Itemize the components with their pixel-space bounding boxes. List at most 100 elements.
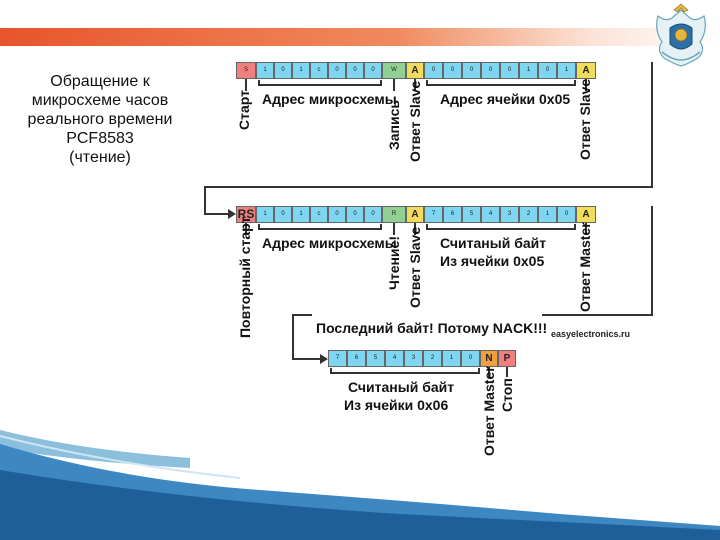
row1-cell-start: S bbox=[236, 62, 256, 79]
row2-read-byte-label-1: Считаный байт bbox=[440, 235, 547, 251]
row2-cell-addr: 0 bbox=[364, 206, 382, 223]
row1-cell-ack: A bbox=[406, 62, 424, 79]
row2-master-ack-label: Ответ Master bbox=[577, 222, 593, 312]
row1-slave-ack-label-2: Ответ Slave bbox=[577, 78, 593, 160]
connector-2-left bbox=[292, 314, 294, 360]
row1-cell-addr: 0 bbox=[346, 62, 364, 79]
title-line-1: Обращение к bbox=[50, 73, 150, 90]
row2-cell-data: 7 bbox=[424, 206, 443, 223]
row2-cell-addr: c bbox=[310, 206, 328, 223]
row3-cell-data: 6 bbox=[347, 350, 366, 367]
row3-cell-data: 3 bbox=[404, 350, 423, 367]
row3-cell-stop: P bbox=[498, 350, 516, 367]
row1-cell-addr: 0 bbox=[274, 62, 292, 79]
connector-1-down bbox=[651, 62, 653, 188]
row1-write-label: Запись bbox=[386, 99, 402, 150]
row3-nack-tick bbox=[488, 367, 490, 377]
row2-cell-addr: 0 bbox=[346, 206, 364, 223]
row2-start-tick bbox=[245, 223, 247, 235]
row3-read-byte-label-2: Из ячейки 0x06 bbox=[344, 397, 449, 413]
row1-start-label: Старт bbox=[236, 90, 252, 130]
title-line-4: PCF8583 bbox=[66, 130, 134, 147]
row2-data-brace bbox=[426, 224, 576, 230]
row1-cell-data: 0 bbox=[481, 62, 500, 79]
row1-cell-addr: 1 bbox=[256, 62, 274, 79]
row3-data-brace bbox=[330, 368, 480, 374]
row2-read-tick bbox=[393, 223, 395, 235]
row1-cell-ack-2: A bbox=[576, 62, 596, 79]
decorative-wave bbox=[0, 430, 720, 540]
last-byte-note: Последний байт! Потому NACK!!! bbox=[316, 320, 548, 336]
row2-cell-master-ack: A bbox=[576, 206, 596, 223]
row2-cell-data: 6 bbox=[443, 206, 462, 223]
row2-cell-addr: 0 bbox=[274, 206, 292, 223]
row2-cell-addr: 0 bbox=[328, 206, 346, 223]
header-bar bbox=[0, 28, 720, 46]
title-line-3: реального времени bbox=[27, 111, 173, 128]
row1-ack2-tick bbox=[585, 79, 587, 91]
row1-cell-addr: c bbox=[310, 62, 328, 79]
connector-1-arrow-icon bbox=[228, 209, 236, 219]
row2-cell-data: 1 bbox=[538, 206, 557, 223]
row3-read-byte-label-1: Считаный байт bbox=[348, 379, 455, 395]
row1-cell-address-label: Адрес ячейки 0x05 bbox=[440, 91, 571, 107]
row2-cell-data: 5 bbox=[462, 206, 481, 223]
row2-cell-data: 2 bbox=[519, 206, 538, 223]
row1-cell-write: W bbox=[382, 62, 406, 79]
connector-1-across bbox=[204, 186, 653, 188]
row2-master-ack-tick bbox=[585, 223, 587, 235]
row2-cell-ack: A bbox=[406, 206, 424, 223]
row2-cell-addr: 1 bbox=[256, 206, 274, 223]
website-label: easyelectronics.ru bbox=[551, 329, 631, 339]
row3-stop-label: Стоп bbox=[499, 378, 515, 412]
row2-ack-tick bbox=[414, 223, 416, 235]
row2-cell-read: R bbox=[382, 206, 406, 223]
row1-cell-addr: 0 bbox=[364, 62, 382, 79]
row1-cell-data: 1 bbox=[519, 62, 538, 79]
row1-device-address-label: Адрес микросхемы bbox=[262, 91, 397, 107]
title-line-2: микросхеме часов bbox=[31, 92, 169, 109]
last-byte-note-line bbox=[542, 314, 653, 316]
row1-cell-data: 0 bbox=[443, 62, 462, 79]
row2-read-byte-label-2: Из ячейки 0x05 bbox=[440, 253, 545, 269]
row3-cell-data: 1 bbox=[442, 350, 461, 367]
row2-slave-ack-label: Ответ Slave bbox=[407, 226, 423, 308]
row2-cell-data: 0 bbox=[557, 206, 576, 223]
row3-cell-data: 4 bbox=[385, 350, 404, 367]
row3-cell-data: 7 bbox=[328, 350, 347, 367]
row2-cell-data: 3 bbox=[500, 206, 519, 223]
row2-address-brace bbox=[258, 224, 382, 230]
row3-cell-nack: N bbox=[480, 350, 498, 367]
slide-title: Обращение к микросхеме часов реального в… bbox=[0, 72, 200, 167]
row1-start-tick bbox=[245, 79, 247, 91]
row1-ack-tick bbox=[414, 79, 416, 91]
row1-cell-data: 0 bbox=[500, 62, 519, 79]
row3-cell-data: 5 bbox=[366, 350, 385, 367]
row1-cell-brace bbox=[426, 80, 576, 86]
title-line-5: (чтение) bbox=[69, 149, 131, 166]
row1-slave-ack-label: Ответ Slave bbox=[407, 80, 423, 162]
row2-repeated-start-label: Повторный старт bbox=[237, 216, 253, 338]
row1-cell-data: 0 bbox=[462, 62, 481, 79]
row2-read-label: Чтение! bbox=[386, 236, 402, 290]
row2-cell-repeated-start: RS bbox=[236, 206, 256, 223]
row1-write-tick bbox=[393, 79, 395, 91]
row3-stop-tick bbox=[506, 367, 508, 377]
row1-address-brace bbox=[258, 80, 382, 86]
row3-master-ack-label: Ответ Master bbox=[481, 366, 497, 456]
row2-cell-data: 4 bbox=[481, 206, 500, 223]
row1-cell-data: 1 bbox=[557, 62, 576, 79]
connector-1-left bbox=[204, 186, 206, 215]
row2-cell-addr: 1 bbox=[292, 206, 310, 223]
emblem-icon bbox=[656, 3, 706, 67]
row3-cell-data: 2 bbox=[423, 350, 442, 367]
row3-cell-data: 0 bbox=[461, 350, 480, 367]
connector-2-down bbox=[651, 206, 653, 316]
row1-cell-addr: 0 bbox=[328, 62, 346, 79]
connector-2-across bbox=[292, 314, 312, 316]
row1-cell-data: 0 bbox=[424, 62, 443, 79]
row1-cell-data: 0 bbox=[538, 62, 557, 79]
row2-device-address-label: Адрес микросхемы bbox=[262, 235, 397, 251]
connector-1-in bbox=[204, 213, 230, 215]
connector-2-arrow-icon bbox=[320, 354, 328, 364]
